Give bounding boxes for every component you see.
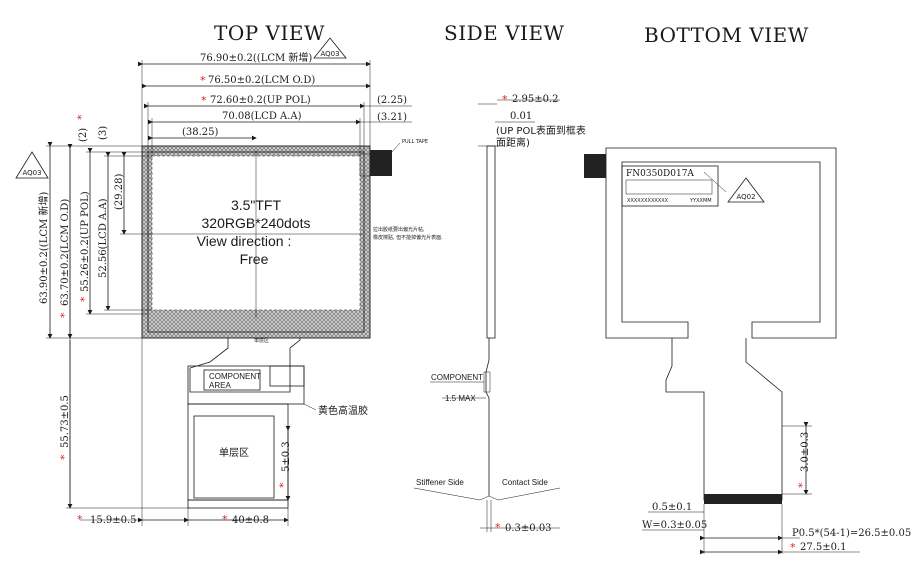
dim-2-25: (2.25)	[377, 95, 407, 106]
display-resolution: 320RGB*240dots	[202, 215, 311, 231]
single-layer-area	[193, 415, 275, 499]
svg-text:AQ03: AQ03	[22, 169, 41, 177]
critical-mark: *	[277, 482, 290, 488]
critical-mark: *	[796, 482, 809, 488]
dim-v-lcm-new: 63.90±0.2((LCM 新增)	[37, 192, 50, 304]
critical-mark: *	[78, 296, 91, 302]
dim-side-fpc: 0.3±0.03	[505, 523, 552, 534]
fpc-neck	[189, 338, 301, 393]
aq03-left-marker	[15, 151, 49, 179]
dim-up-pol: 72.60±0.2(UP POL)	[210, 95, 311, 106]
title-side-view: SIDE VIEW	[444, 21, 565, 45]
side-component	[483, 371, 491, 393]
critical-mark: *	[200, 74, 206, 87]
top-view: PULL TAPE 拉出胶纸要出偏光片帖, 橡皮擦贴, 但不能掉偏光片表面. 3…	[15, 37, 443, 526]
dim-v-lcm-od: 63.70±0.2(LCM O.D)	[60, 199, 71, 306]
product-label	[621, 165, 719, 207]
dim-3: (3)	[98, 126, 109, 140]
dim-15-9: 15.9±0.5	[90, 515, 137, 526]
dim-40: 40±0.8	[232, 515, 269, 526]
dim-v-up-pol: 55.26±0.2(UP POL)	[80, 191, 91, 292]
dim-bottom-27-5: 27.5±0.1	[800, 542, 847, 553]
side-component-label: COMPONENT	[431, 373, 483, 382]
side-note-line2: 面距离)	[496, 136, 530, 149]
dim-side-001: 0.01	[510, 111, 532, 122]
bottom-fpc	[665, 338, 783, 501]
view-direction-label: View direction :	[197, 233, 292, 249]
label-code-right: YYXXMM	[689, 198, 712, 204]
dim-lcm-new: 76.90±0.2((LCM 新增)	[200, 51, 312, 64]
dim-side-thickness: 2.95±0.2	[512, 94, 559, 105]
dim-bottom-w: W=0.3±0.05	[642, 520, 707, 531]
single-layer-small-label: 单层区	[254, 337, 269, 344]
tape-note-line1: 拉出胶纸要出偏光片帖,	[373, 226, 425, 233]
svg-text:AQ03: AQ03	[320, 50, 339, 58]
stiffener-side-label: Stiffener Side	[416, 478, 464, 487]
critical-mark: *	[790, 541, 796, 554]
dim-v-29-28: (29.28)	[114, 173, 125, 210]
dim-bottom-3: 3.0±0.3	[800, 432, 811, 472]
dim-bottom-pitch: P0.5*(54-1)=26.5±0.05	[792, 528, 911, 539]
side-profile	[486, 145, 496, 339]
side-view: * 2.95±0.2 0.01 (UP POL表面到框表 面距离) COMPON…	[413, 93, 586, 534]
side-note-line1: (UP POL表面到框表	[496, 124, 586, 137]
component-area-box	[203, 369, 261, 391]
tape-note-line2: 橡皮擦贴, 但不能掉偏光片表面.	[373, 234, 443, 241]
critical-mark: *	[58, 454, 71, 460]
critical-mark: *	[75, 114, 88, 120]
critical-mark: *	[201, 94, 207, 107]
pull-tape	[370, 150, 392, 176]
single-layer-big-label: 单层区	[219, 447, 249, 459]
component-area-label-1: COMPONENT	[209, 372, 261, 381]
product-part-number: FN0350D017A	[626, 169, 694, 179]
critical-mark: *	[77, 513, 83, 526]
gold-fingers	[704, 494, 782, 504]
dim-3-21: (3.21)	[377, 112, 407, 123]
critical-mark: *	[58, 312, 71, 318]
display-size: 3.5"TFT	[231, 197, 282, 213]
dim-v-lcd-aa: 52.56(LCD A.A)	[98, 198, 109, 278]
critical-mark: *	[495, 521, 501, 534]
aq02-marker	[727, 177, 765, 203]
critical-mark: *	[222, 513, 228, 526]
critical-mark: *	[502, 93, 508, 106]
label-code-left: XXXXXXXXXXXX	[627, 198, 669, 204]
title-bottom-view: BOTTOM VIEW	[644, 23, 809, 47]
contact-side-label: Contact Side	[502, 478, 548, 487]
aq03-top-marker	[313, 37, 347, 59]
component-area-label-2: AREA	[209, 381, 231, 390]
fpc-contacts	[187, 499, 289, 509]
title-top-view: TOP VIEW	[214, 21, 325, 45]
dim-38-25: (38.25)	[182, 127, 219, 138]
dim-lcd-aa: 70.08(LCD A.A)	[222, 111, 302, 122]
dim-v-5: 5±0.3	[281, 441, 292, 472]
dim-v-55-73: 55.73±0.5	[60, 395, 71, 448]
side-max-label: 1.5 MAX	[445, 394, 476, 403]
svg-text:AQ02: AQ02	[736, 193, 755, 201]
dim-2: (2)	[78, 128, 89, 142]
yellow-tape-label: 黄色高温胶	[318, 404, 368, 417]
bottom-pull-tape	[584, 154, 606, 178]
connector-block	[269, 365, 305, 387]
pull-tape-label: PULL TAPE	[402, 139, 428, 145]
side-fpc-profile	[485, 338, 490, 496]
bottom-view: FN0350D017A XXXXXXXXXXXX YYXXMM AQ02 3.0…	[584, 147, 911, 555]
dim-bottom-0-5: 0.5±0.1	[652, 502, 692, 513]
bottom-frame	[605, 147, 837, 339]
view-direction-value: Free	[240, 251, 269, 267]
dim-lcm-od: 76.50±0.2(LCM O.D)	[208, 75, 315, 86]
